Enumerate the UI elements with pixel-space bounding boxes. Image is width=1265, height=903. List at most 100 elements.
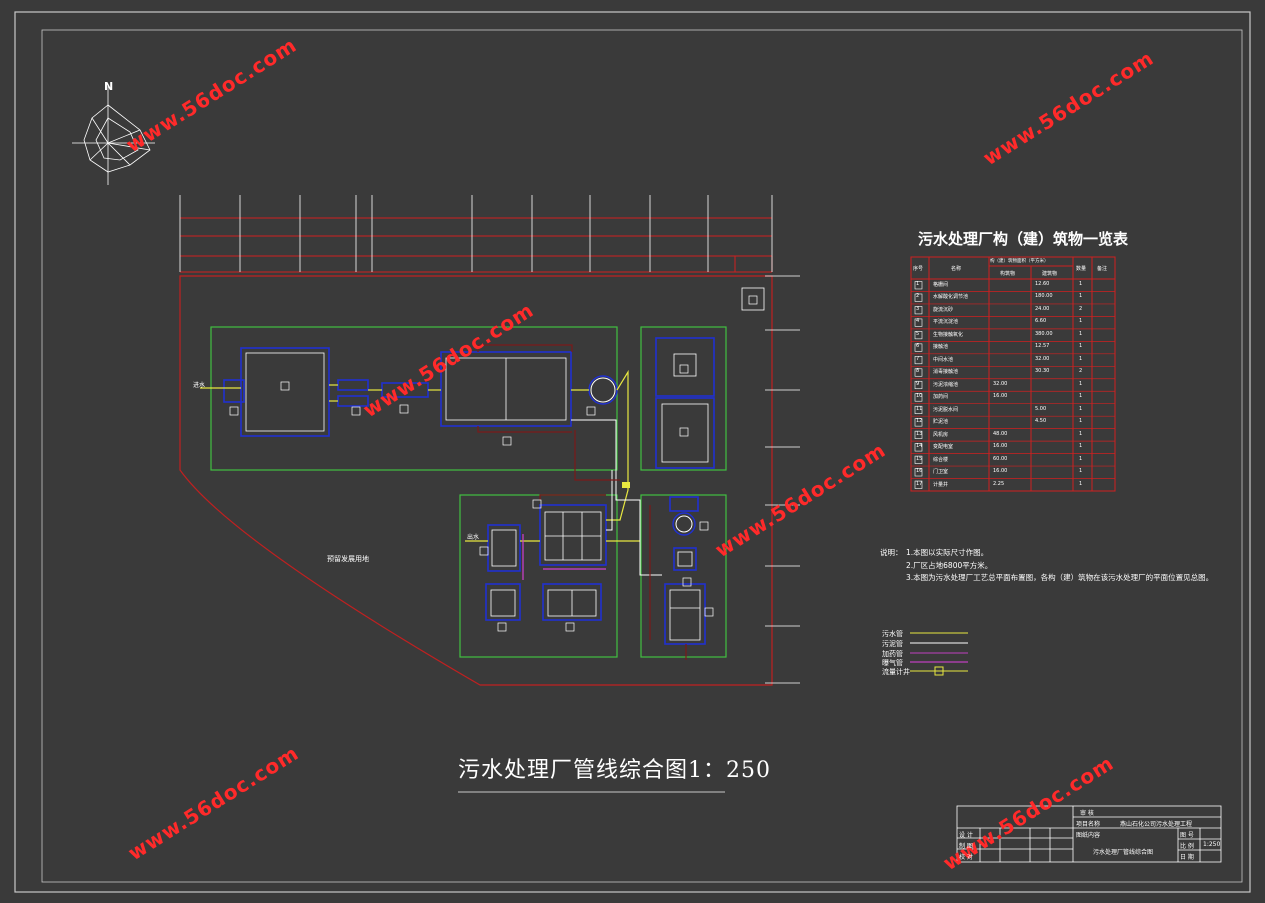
table-cell: 3 bbox=[916, 305, 920, 312]
table-cell: 16.00 bbox=[993, 393, 1008, 400]
table-cell: 10 bbox=[916, 393, 923, 400]
table-title: 污水处理厂构（建）筑物一览表 bbox=[918, 230, 1129, 248]
tb-draw: 制 图 bbox=[959, 843, 973, 850]
table-row-number-box bbox=[914, 293, 923, 302]
table-row-number-box bbox=[914, 443, 923, 452]
grid-ticks bbox=[179, 195, 773, 272]
note-3: 3.本图为污水处理厂工艺总平面布置图，各构（建）筑物在该污水处理厂的平面位置见总… bbox=[906, 573, 1214, 582]
notes-label: 说明： bbox=[880, 548, 903, 557]
table-cell: 8 bbox=[916, 368, 920, 375]
table-cell: 6.60 bbox=[1035, 318, 1047, 325]
table-row-number-box bbox=[914, 281, 923, 290]
table-cell: 380.00 bbox=[1035, 330, 1053, 337]
table-subheader-1: 构筑物 bbox=[1000, 271, 1016, 277]
table-row-number-box bbox=[914, 430, 923, 439]
table-row-number-box bbox=[914, 468, 923, 477]
sewage-pipes bbox=[200, 369, 640, 542]
tb-scale-value: 1:250 bbox=[1203, 841, 1221, 848]
table-cell: 1 bbox=[1079, 430, 1083, 437]
note-1: 1.本图以实际尺寸作图。 bbox=[906, 548, 989, 557]
table-cell: 16.00 bbox=[993, 468, 1008, 475]
tb-design: 设 计 bbox=[959, 832, 973, 839]
table-cell: 2 bbox=[916, 293, 920, 300]
table-cell: 12.60 bbox=[1035, 281, 1050, 287]
table-cell: 11 bbox=[916, 405, 923, 412]
legend-lines bbox=[910, 632, 968, 676]
tb-drawing-no: 图 号 bbox=[1180, 832, 1194, 839]
table-cell: 接触池 bbox=[933, 344, 949, 351]
tb-check: 校 对 bbox=[959, 854, 973, 861]
table-cell: 1 bbox=[1079, 468, 1083, 475]
table-cell: 17 bbox=[916, 480, 923, 487]
table-header-area: 构（建）筑物面积（平方米） bbox=[990, 259, 1049, 264]
table-header-no: 序号 bbox=[913, 266, 924, 272]
table-cell: 2.25 bbox=[993, 480, 1005, 487]
table-cell: 1 bbox=[1079, 418, 1083, 425]
table-cell: 生物接触氧化 bbox=[933, 331, 964, 338]
table-cell: 格栅间 bbox=[933, 282, 949, 288]
table-header-qty: 数量 bbox=[1076, 266, 1087, 272]
grid-lines bbox=[180, 217, 773, 273]
table-row-number-box bbox=[914, 368, 923, 377]
outlet-label: 出水 bbox=[467, 534, 480, 541]
table-cell: 16.00 bbox=[993, 443, 1008, 450]
structures bbox=[223, 337, 715, 645]
north-label: N bbox=[104, 80, 114, 93]
table-cell: 1 bbox=[1079, 393, 1083, 400]
table-cell: 2 bbox=[1079, 368, 1083, 375]
table-row-number-box bbox=[914, 405, 923, 414]
tb-review: 审 核 bbox=[1080, 810, 1094, 817]
table-cell: 1 bbox=[1079, 281, 1083, 287]
zone-pretreatment bbox=[210, 326, 618, 471]
table-row-number-box bbox=[914, 380, 923, 390]
table-row-number-box bbox=[914, 455, 923, 464]
table-cell: 污泥脱水间 bbox=[933, 406, 959, 413]
table-row-number-box bbox=[914, 331, 923, 340]
table-cell: 旋流沉砂 bbox=[933, 306, 954, 313]
table-cell: 1 bbox=[1079, 330, 1083, 337]
table-cell: 1 bbox=[1079, 405, 1083, 412]
note-2: 2.厂区占地6800平方米。 bbox=[906, 561, 993, 570]
table-cell: 4 bbox=[916, 318, 920, 325]
drawing-title: 污水处理厂管线综合图1：250 bbox=[458, 758, 771, 783]
structures-inner bbox=[245, 287, 765, 641]
clarifier-structure bbox=[590, 377, 616, 403]
table-cell: 12 bbox=[916, 418, 923, 425]
table-cell: 13 bbox=[916, 430, 923, 437]
tb-content-value: 污水处理厂管线综合图 bbox=[1093, 849, 1154, 856]
table-cell: 1 bbox=[1079, 455, 1083, 462]
table-cell: 1 bbox=[1079, 380, 1083, 387]
table-cell: 加药间 bbox=[933, 394, 949, 401]
outer-border bbox=[14, 11, 1251, 893]
flow-meter-well bbox=[622, 482, 630, 488]
table-row-number-box bbox=[914, 393, 923, 402]
zone-building bbox=[640, 494, 727, 658]
legend-label-3: 加药管 bbox=[882, 650, 903, 658]
table-row-number-box bbox=[914, 306, 923, 315]
legend-label-5: 流量计井 bbox=[882, 668, 910, 676]
table-header-note: 备注 bbox=[1097, 266, 1108, 272]
tb-date: 日 期 bbox=[1180, 854, 1194, 861]
unit-number-boxes bbox=[229, 295, 758, 632]
small-tank bbox=[675, 515, 693, 533]
table-cell: 消毒接触池 bbox=[933, 369, 959, 376]
table-cell: 污泥浓缩池 bbox=[933, 381, 959, 388]
tb-project-label: 项目名称 bbox=[1076, 821, 1101, 828]
table-header-name: 名称 bbox=[951, 266, 962, 272]
right-ticks bbox=[765, 275, 800, 684]
table-cell: 12.57 bbox=[1035, 343, 1050, 350]
table-cell: 6 bbox=[916, 343, 920, 350]
small-tank-ring bbox=[672, 512, 696, 536]
table-cell: 1 bbox=[1079, 443, 1083, 450]
table-cell: 1 bbox=[1079, 343, 1083, 350]
dosing-pipes bbox=[522, 534, 606, 580]
tb-project-value: 燕山石化公司污水处理工程 bbox=[1120, 821, 1193, 828]
table-cell: 变配电室 bbox=[933, 444, 954, 451]
building-table-rows bbox=[911, 281, 1115, 489]
table-cell: 计量井 bbox=[933, 481, 949, 488]
table-cell: 风机房 bbox=[933, 431, 949, 438]
table-subheader-2: 建筑物 bbox=[1042, 271, 1058, 277]
table-cell: 平流沉淀池 bbox=[933, 319, 959, 326]
table-cell: 7 bbox=[916, 355, 920, 362]
